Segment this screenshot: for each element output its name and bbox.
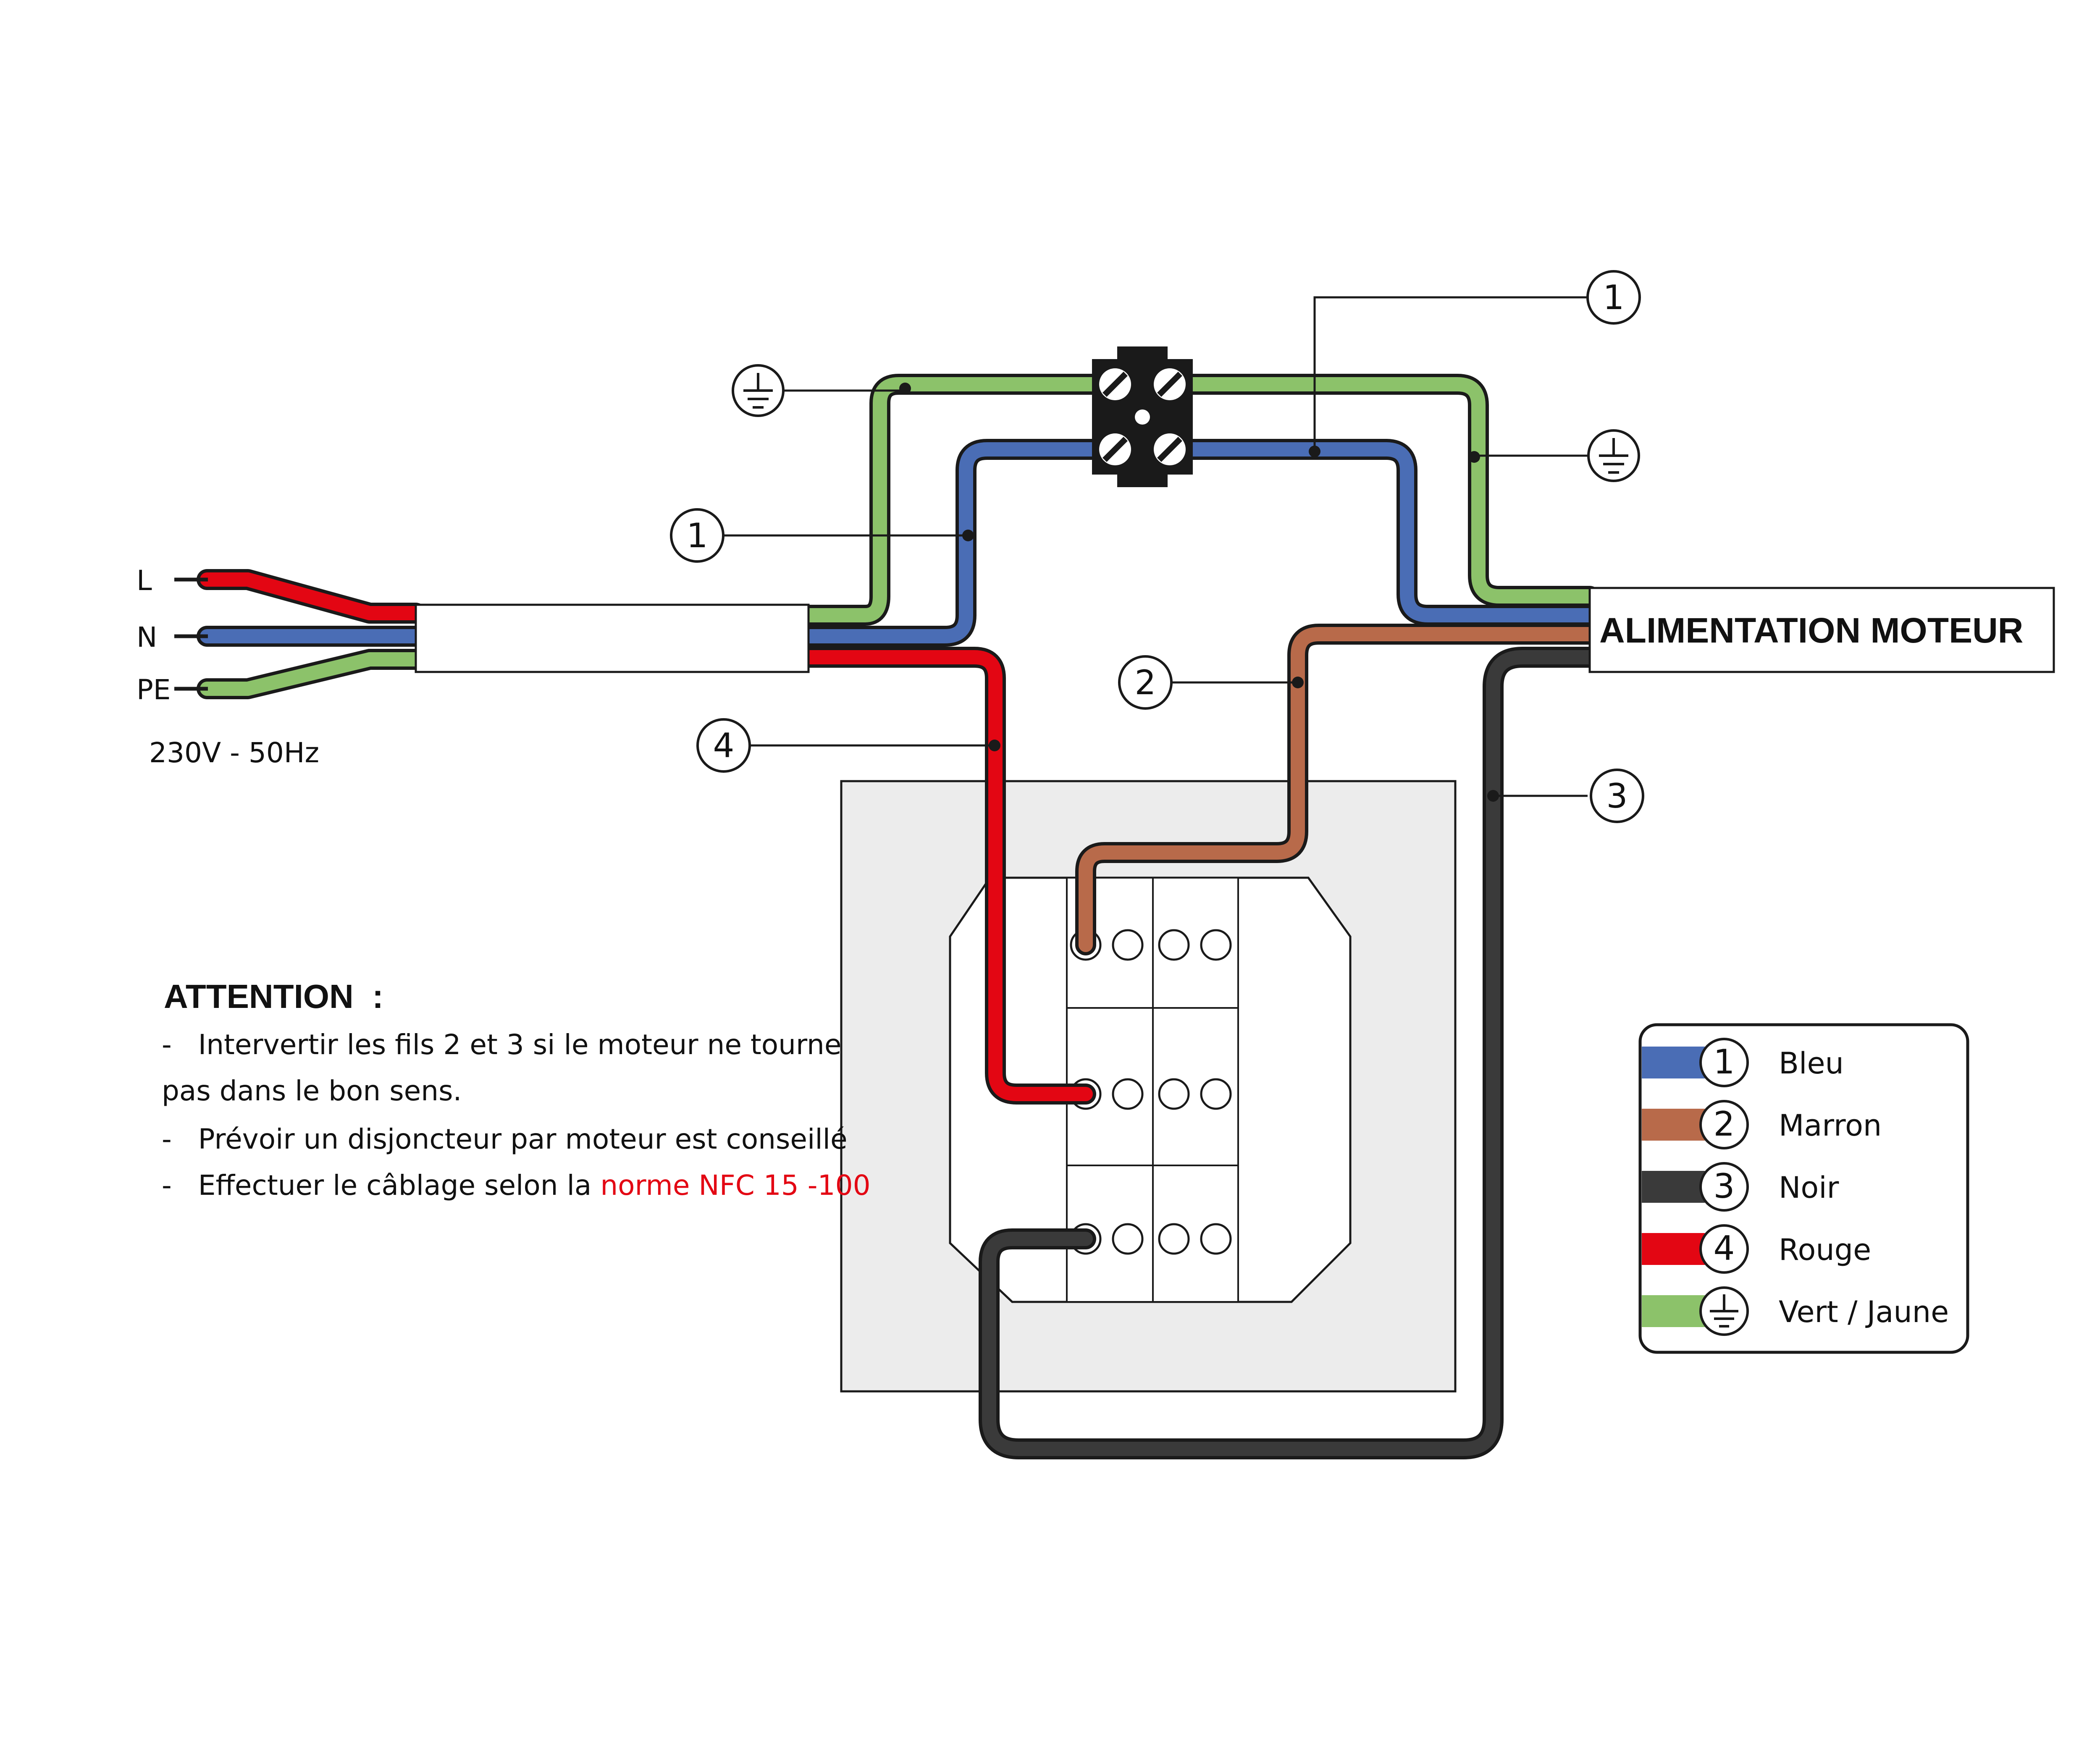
earth-label: PE — [136, 674, 171, 706]
legend-swatch — [1642, 1047, 1705, 1078]
attention-note: ATTENTION : - Intervertir les fils 2 et … — [162, 978, 871, 1202]
legend-row-1: 1 Bleu — [1642, 1038, 1844, 1087]
callout-1-top-number: 1 — [1603, 278, 1625, 317]
red-line-wire — [798, 647, 1096, 1105]
callout-2: 2 — [1118, 655, 1173, 710]
earth-symbol-icon — [1710, 1294, 1738, 1328]
cable-sheath — [415, 603, 810, 673]
motor-supply-label: ALIMENTATION MOTEUR — [1599, 611, 2023, 650]
blue-neutral-wire — [798, 439, 1600, 647]
connector-block — [1092, 346, 1193, 487]
norm-highlight: norme NFC 15 -100 — [600, 1169, 870, 1202]
neutral-label: N — [136, 621, 157, 653]
attention-line-4: - Effectuer le câblage selon la norme NF… — [162, 1169, 871, 1202]
legend-number-circle — [1699, 1038, 1749, 1087]
black-wire — [979, 647, 1600, 1459]
legend-row-3: 3 Noir — [1642, 1162, 1839, 1212]
legend-label: Noir — [1779, 1170, 1839, 1205]
green-earth-wire — [798, 374, 1600, 626]
legend-label: Marron — [1779, 1108, 1882, 1143]
supply-wires — [197, 569, 426, 699]
legend-swatch — [1642, 1233, 1705, 1265]
callout-leaders — [719, 296, 1588, 797]
legend-number-circle — [1699, 1162, 1749, 1212]
attention-line-3: - Prévoir un disjoncteur par moteur est … — [162, 1123, 848, 1155]
motor-supply-box — [1588, 587, 2055, 673]
attention-line-4-prefix: - Effectuer le câblage selon la — [162, 1169, 600, 1202]
legend-number: 2 — [1714, 1105, 1735, 1144]
callout-4-number: 4 — [713, 726, 735, 765]
legend-number-circle — [1699, 1224, 1749, 1274]
voltage-label: 230V - 50Hz — [149, 737, 319, 769]
attention-line-1: - Intervertir les fils 2 et 3 si le mote… — [162, 1028, 841, 1061]
callout-1-top: 1 — [1586, 270, 1641, 325]
earth-symbol-icon — [732, 364, 785, 417]
earth-symbol-icon — [1587, 429, 1640, 482]
legend-label: Bleu — [1779, 1046, 1844, 1081]
legend-number: 3 — [1714, 1167, 1735, 1206]
attention-title: ATTENTION : — [164, 978, 383, 1015]
legend-swatch — [1642, 1109, 1705, 1141]
legend-number: 4 — [1714, 1229, 1735, 1268]
callout-4: 4 — [696, 718, 751, 773]
legend-row-2: 2 Marron — [1642, 1100, 1882, 1149]
callout-3: 3 — [1590, 769, 1644, 823]
legend-row-5: Vert / Jaune — [1642, 1286, 1949, 1336]
legend-swatch — [1642, 1295, 1705, 1327]
callout-1-left-number: 1 — [687, 516, 708, 555]
callout-1-left: 1 — [670, 508, 724, 563]
callout-2-number: 2 — [1135, 663, 1156, 702]
line-label: L — [136, 564, 152, 597]
legend-swatch — [1642, 1171, 1705, 1203]
supply-terminal-ticks — [174, 577, 208, 691]
legend-label: Rouge — [1779, 1233, 1871, 1267]
legend-row-4: 4 Rouge — [1642, 1224, 1871, 1274]
brown-wire — [1075, 624, 1600, 955]
callout-dots — [899, 383, 1499, 802]
legend-label: Vert / Jaune — [1779, 1295, 1949, 1329]
legend-number-circle — [1699, 1100, 1749, 1149]
legend-number: 1 — [1714, 1042, 1735, 1081]
callout-3-number: 3 — [1606, 777, 1628, 816]
attention-line-2: pas dans le bon sens. — [162, 1075, 462, 1107]
